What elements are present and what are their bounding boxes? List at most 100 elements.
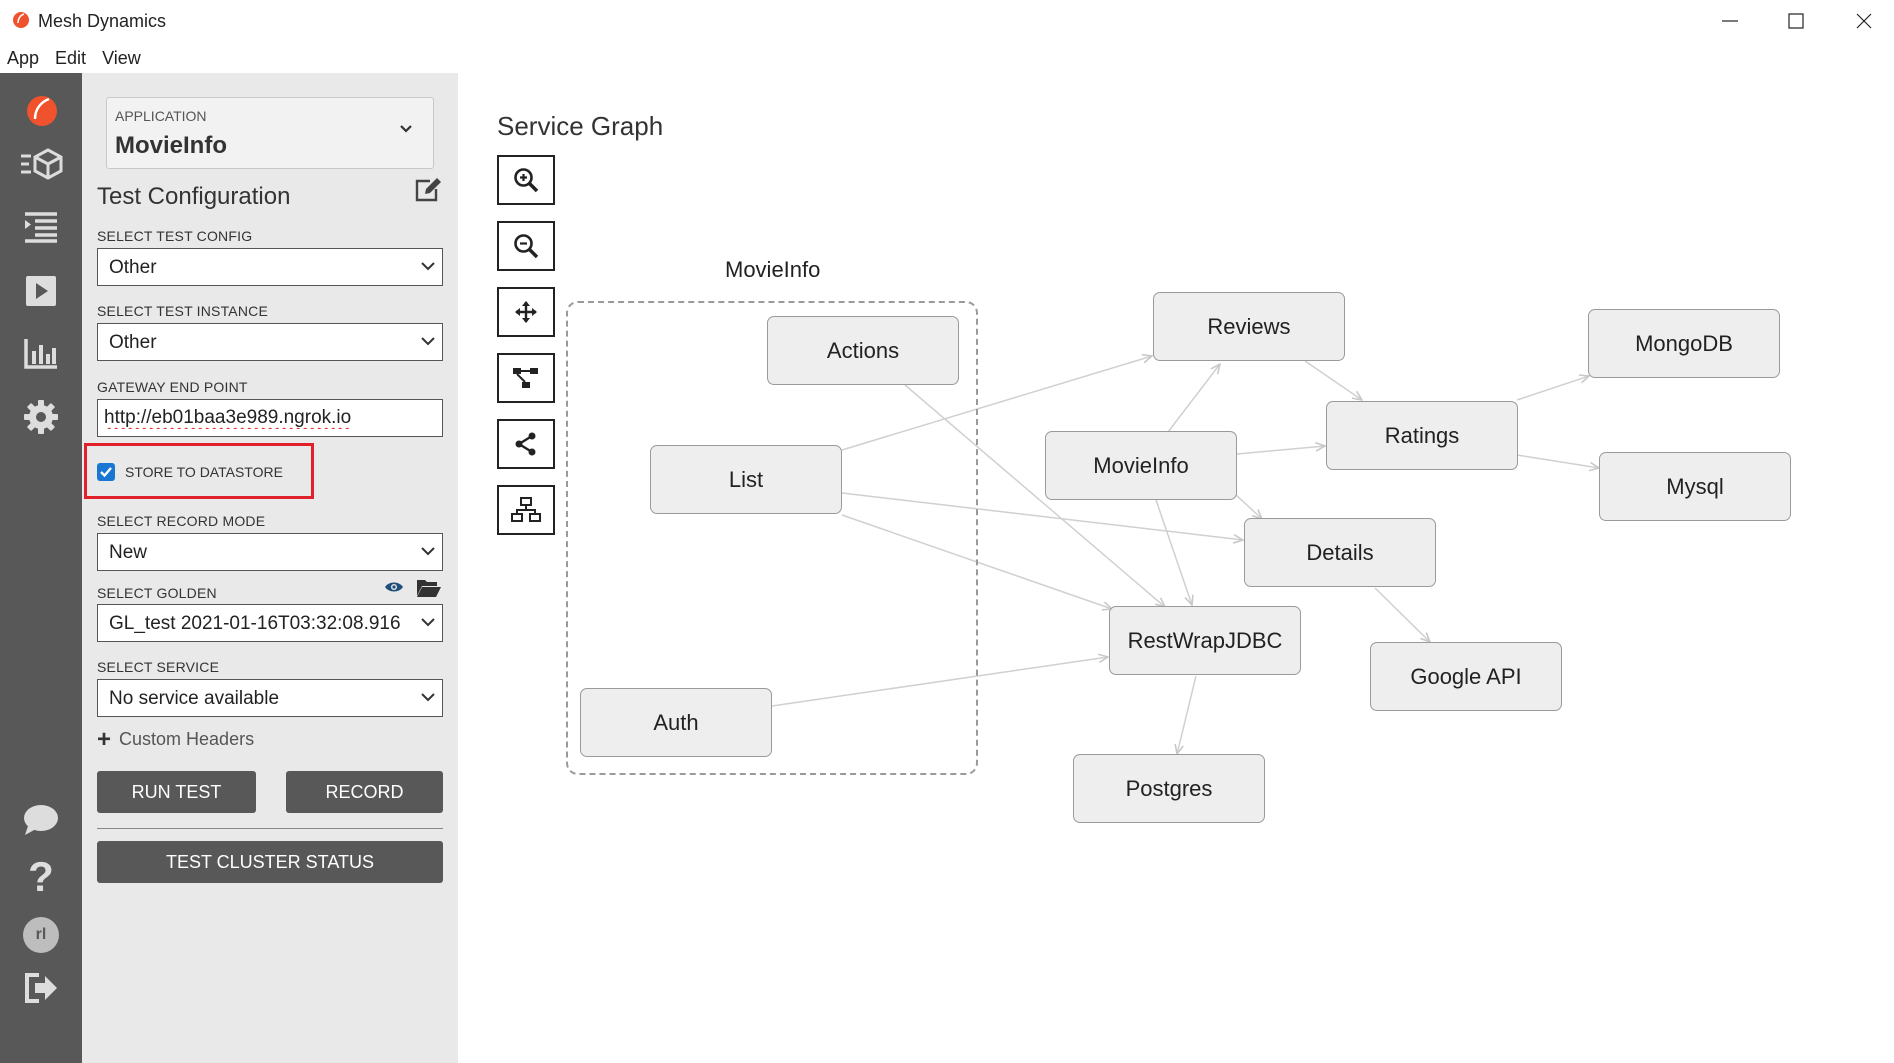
section-title: Test Configuration xyxy=(97,183,291,210)
custom-headers-toggle[interactable]: + Custom Headers xyxy=(97,727,254,751)
record-mode-select[interactable]: New xyxy=(97,533,443,571)
zoom-in-button[interactable] xyxy=(497,155,555,205)
node-reviews[interactable]: Reviews xyxy=(1153,292,1345,361)
nav-analytics[interactable] xyxy=(0,331,82,375)
checkbox-checked-icon xyxy=(97,463,115,481)
tree-layout-button[interactable] xyxy=(497,485,555,535)
move-icon xyxy=(515,301,537,323)
golden-label: SELECT GOLDEN xyxy=(97,585,217,601)
edge-ratings-mysql xyxy=(1516,454,1599,468)
share-button[interactable] xyxy=(497,419,555,469)
logout-icon xyxy=(25,973,57,1003)
logo-icon xyxy=(27,96,57,126)
gear-icon xyxy=(24,400,58,434)
eye-icon[interactable] xyxy=(384,581,404,593)
test-config-value: Other xyxy=(109,257,157,278)
application-select[interactable]: APPLICATION MovieInfo xyxy=(106,97,434,169)
close-icon xyxy=(1856,13,1872,29)
close-button[interactable] xyxy=(1834,4,1894,38)
store-to-datastore-label: STORE TO DATASTORE xyxy=(125,464,283,480)
application-value: MovieInfo xyxy=(115,132,227,159)
test-instance-value: Other xyxy=(109,332,157,353)
zoom-out-icon xyxy=(514,234,539,259)
test-config-label: SELECT TEST CONFIG xyxy=(97,228,253,244)
node-list[interactable]: List xyxy=(650,445,842,514)
test-instance-select[interactable]: Other xyxy=(97,323,443,361)
menu-view[interactable]: View xyxy=(102,48,141,68)
test-cluster-status-button[interactable]: TEST CLUSTER STATUS xyxy=(97,841,443,883)
edge-details-googleapi xyxy=(1374,587,1430,642)
maximize-button[interactable] xyxy=(1766,4,1826,38)
play-icon xyxy=(26,276,56,306)
nav-help[interactable]: ? xyxy=(0,853,82,900)
folder-open-icon[interactable] xyxy=(416,578,442,598)
title-bar: Mesh Dynamics xyxy=(0,0,1894,42)
config-panel: APPLICATION MovieInfo Test Configuration… xyxy=(82,73,458,1063)
chat-icon xyxy=(24,805,58,835)
zoom-out-button[interactable] xyxy=(497,221,555,271)
edge-movieinfo-details xyxy=(1234,493,1262,519)
gateway-label: GATEWAY END POINT xyxy=(97,379,248,395)
edge-actions-restwrap xyxy=(904,384,1165,607)
minimize-icon xyxy=(1722,20,1738,22)
golden-select[interactable]: GL_test 2021-01-16T03:32:08.916 xyxy=(97,604,443,642)
node-postgres[interactable]: Postgres xyxy=(1073,754,1265,823)
help-icon: ? xyxy=(28,853,54,900)
node-ratings[interactable]: Ratings xyxy=(1326,401,1518,470)
bar-chart-icon xyxy=(24,339,57,369)
node-restwrapjdbc[interactable]: RestWrapJDBC xyxy=(1109,606,1301,675)
service-label: SELECT SERVICE xyxy=(97,659,220,675)
application-label: APPLICATION xyxy=(115,108,207,124)
node-mongodb[interactable]: MongoDB xyxy=(1588,309,1780,378)
test-config-select[interactable]: Other xyxy=(97,248,443,286)
edge-list-details xyxy=(841,492,1243,540)
minimize-button[interactable] xyxy=(1700,4,1760,38)
nav-services[interactable] xyxy=(0,142,82,186)
nav-list[interactable] xyxy=(0,205,82,249)
service-group xyxy=(566,301,978,775)
record-mode-label: SELECT RECORD MODE xyxy=(97,513,266,529)
golden-value: GL_test 2021-01-16T03:32:08.916 xyxy=(109,613,401,634)
chevron-down-icon xyxy=(421,547,435,556)
avatar-icon: rl xyxy=(23,917,59,953)
node-details[interactable]: Details xyxy=(1244,518,1436,587)
edge-list-reviews xyxy=(841,356,1152,451)
nav-home[interactable] xyxy=(0,87,82,131)
hierarchy-layout-button[interactable] xyxy=(497,353,555,403)
menu-edit[interactable]: Edit xyxy=(55,48,87,68)
graph-title: Service Graph xyxy=(497,111,664,141)
record-mode-value: New xyxy=(109,542,148,563)
nav-logout[interactable] xyxy=(0,966,82,1010)
nav-profile[interactable]: rl xyxy=(0,913,82,957)
hierarchy-icon xyxy=(513,368,538,388)
pan-button[interactable] xyxy=(497,287,555,337)
chevron-down-icon xyxy=(421,262,435,271)
service-select[interactable]: No service available xyxy=(97,679,443,717)
node-mysql[interactable]: Mysql xyxy=(1599,452,1791,521)
run-test-button[interactable]: RUN TEST xyxy=(97,771,256,813)
cube-list-icon xyxy=(21,148,63,180)
record-button[interactable]: RECORD xyxy=(286,771,443,813)
edit-icon[interactable] xyxy=(414,177,442,203)
group-label: MovieInfo xyxy=(725,257,821,282)
edge-movieinfo-ratings xyxy=(1236,446,1325,455)
edge-movieinfo-restwrap xyxy=(1155,499,1192,605)
gateway-endpoint-input[interactable] xyxy=(97,399,443,437)
avatar-initials: rl xyxy=(35,926,47,943)
nav-settings[interactable] xyxy=(0,395,82,439)
share-icon xyxy=(515,432,536,456)
nav-run[interactable] xyxy=(0,269,82,313)
edge-restwrap-postgres xyxy=(1177,675,1197,754)
menu-app[interactable]: App xyxy=(7,48,40,68)
app-logo-icon xyxy=(13,12,29,28)
node-google-api[interactable]: Google API xyxy=(1370,642,1562,711)
node-actions[interactable]: Actions xyxy=(767,316,959,385)
store-to-datastore-checkbox[interactable]: STORE TO DATASTORE xyxy=(97,463,283,481)
divider xyxy=(97,828,443,829)
node-movieinfo[interactable]: MovieInfo xyxy=(1045,431,1237,500)
zoom-in-icon xyxy=(514,168,539,193)
nav-chat[interactable] xyxy=(0,798,82,842)
menu-bar: App Edit View xyxy=(0,44,150,72)
node-auth[interactable]: Auth xyxy=(580,688,772,757)
